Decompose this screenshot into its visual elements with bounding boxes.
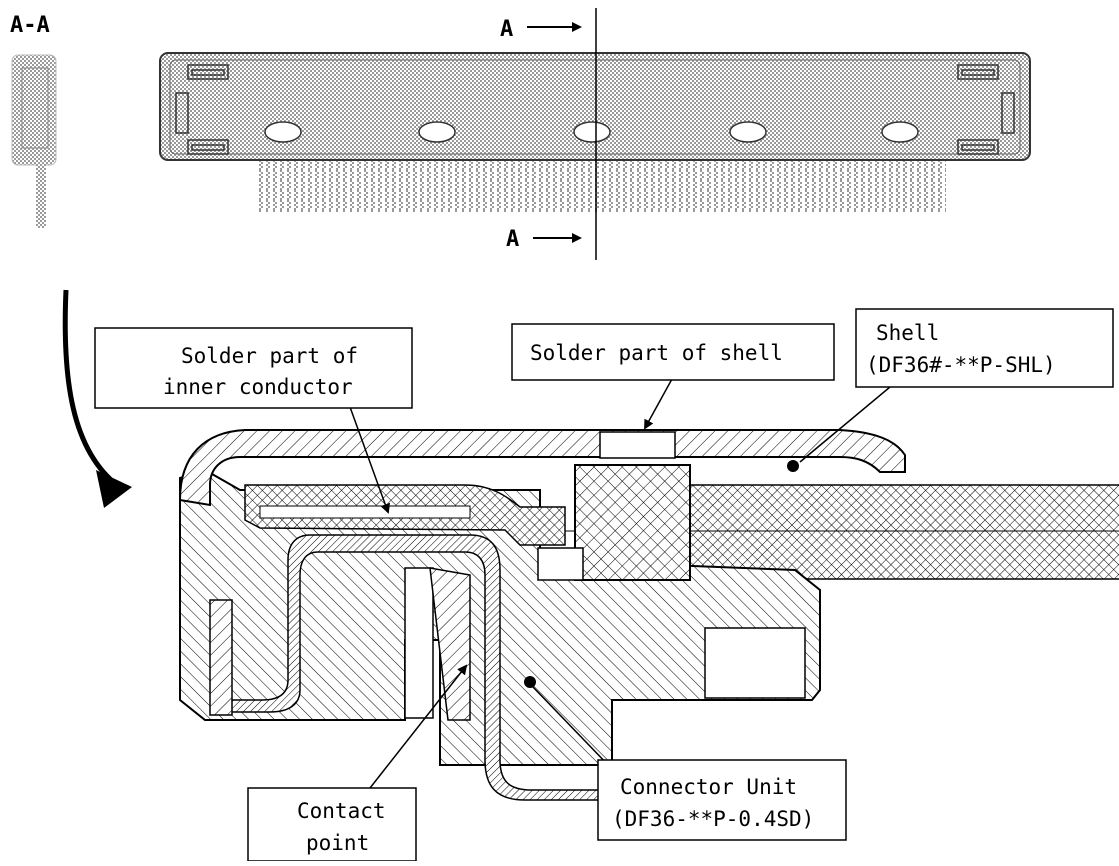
housing-cavities bbox=[209, 567, 806, 721]
section-thumbnail bbox=[11, 54, 57, 228]
shell-body bbox=[178, 429, 906, 507]
oval-holes bbox=[264, 121, 919, 143]
connector-top-view bbox=[159, 52, 1031, 212]
shell-anchor-dot bbox=[787, 460, 799, 472]
callout-contact-point-line2: point bbox=[306, 831, 369, 855]
connector-unit-anchor-dot bbox=[524, 676, 536, 688]
callout-connector-unit-line1: Connector Unit bbox=[620, 775, 797, 799]
contact-spring bbox=[229, 534, 601, 801]
callout-contact-point-line1: Contact bbox=[297, 799, 386, 823]
callout-solder-inner-line2: inner conductor bbox=[163, 375, 353, 399]
section-mark-top: A bbox=[500, 17, 513, 42]
callout-connector-unit: Connector Unit (DF36-**P-0.4SD) bbox=[597, 759, 847, 841]
callout-shell-line1: Shell bbox=[876, 321, 939, 345]
callout-contact-point: Contact point bbox=[247, 787, 417, 862]
callout-solder-inner-line1: Solder part of bbox=[181, 344, 358, 368]
latch-right bbox=[957, 64, 1015, 155]
connector-pin-row bbox=[258, 158, 946, 212]
shell-ferrule bbox=[537, 464, 691, 581]
latch-left bbox=[175, 64, 229, 155]
view-transition-arrow bbox=[62, 289, 132, 508]
callout-solder-inner: Solder part of inner conductor bbox=[94, 327, 413, 409]
cable bbox=[520, 484, 1119, 580]
inner-conductor bbox=[244, 484, 566, 546]
callout-shell-line2: (DF36#-**P-SHL) bbox=[866, 353, 1056, 377]
callout-solder-shell: Solder part of shell bbox=[511, 323, 835, 381]
section-title: A-A bbox=[10, 13, 50, 38]
callout-connector-unit-line2: (DF36-**P-0.4SD) bbox=[612, 807, 814, 831]
callout-shell: Shell (DF36#-**P-SHL) bbox=[855, 308, 1114, 388]
callout-solder-shell-text: Solder part of shell bbox=[530, 341, 783, 365]
section-cut-line: A A bbox=[500, 8, 597, 260]
section-mark-bottom: A bbox=[506, 227, 519, 252]
cross-section-view bbox=[178, 429, 1119, 801]
